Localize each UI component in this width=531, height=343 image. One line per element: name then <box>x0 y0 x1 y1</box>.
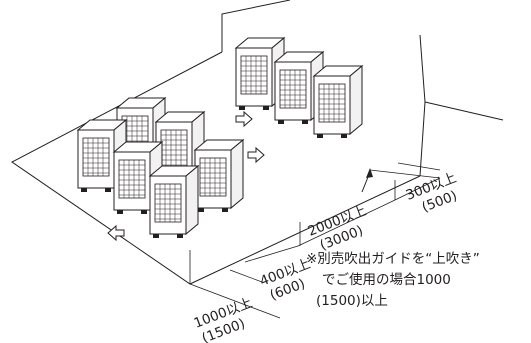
airflow-arrow-icon <box>235 111 253 127</box>
building-wall <box>221 0 504 121</box>
floor-outline <box>11 51 426 285</box>
unit-group-back <box>235 37 363 139</box>
dimension-400: 400以上 (600) <box>258 256 313 304</box>
airflow-arrow-icon <box>107 225 125 241</box>
note-pointer-arrow <box>361 168 373 193</box>
installation-note: ※別売吹出ガイドを“上吹き” でご使用の場合1000 (1500)以上 <box>306 251 480 309</box>
note-line-1: ※別売吹出ガイドを“上吹き” <box>306 251 480 267</box>
dimension-lines <box>189 162 441 319</box>
dimension-1000: 1000以上 (1500) <box>192 295 255 343</box>
note-line-3: (1500)以上 <box>316 293 388 309</box>
airflow-arrow-icon <box>247 147 265 163</box>
dimension-2000: 2000以上 (3000) <box>306 203 369 254</box>
note-line-2: でご使用の場合1000 <box>322 271 451 288</box>
